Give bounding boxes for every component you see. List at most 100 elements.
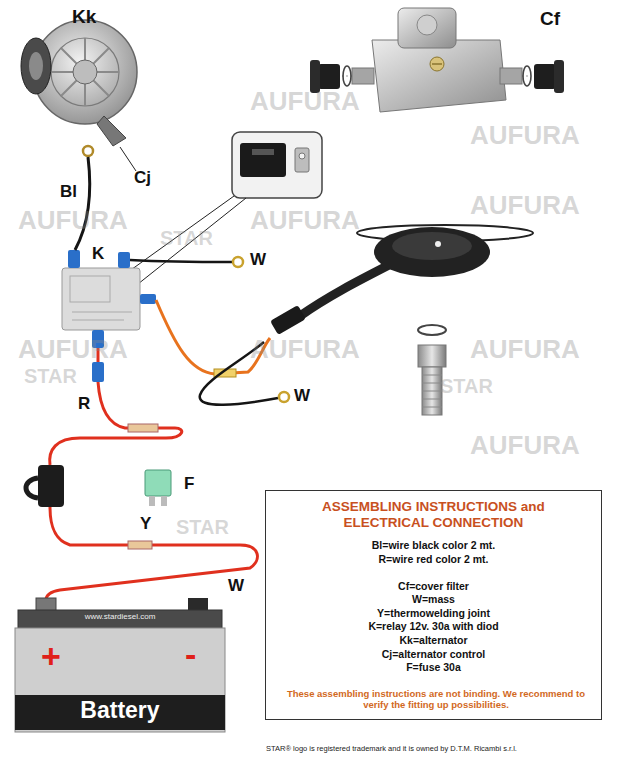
filter-cover-drawing-part — [432, 63, 442, 65]
label-anchor: Y — [140, 514, 151, 534]
relay-inset-drawing-part — [252, 149, 274, 155]
alternator-drawing-part — [97, 116, 126, 146]
heater-drawing-part — [270, 305, 306, 335]
instructions-heading: ASSEMBLING INSTRUCTIONS and ELECTRICAL C… — [299, 499, 569, 531]
label-anchor: AUFURA — [470, 120, 580, 151]
alternator-drawing-part — [51, 38, 119, 106]
key-line: F=fuse 30a — [276, 661, 591, 674]
watermark: AUFURA — [250, 205, 360, 236]
label-anchor: AUFURA — [250, 334, 360, 365]
heater-drawing-part — [435, 241, 441, 247]
heater-drawing-part — [392, 232, 472, 260]
key-line: R=wire red color 2 mt. — [276, 553, 591, 566]
text-slot: Kk=alternator — [276, 634, 591, 647]
label-anchor: AUFURA — [250, 86, 360, 117]
relay-drawing-part — [70, 276, 110, 302]
relay-drawing-part — [72, 312, 132, 320]
fuse-drawing-part — [38, 465, 64, 507]
label-anchor: K — [92, 244, 104, 264]
battery-drawing-part — [15, 628, 225, 732]
label-anchor: W — [250, 250, 266, 270]
battery-drawing-part — [15, 695, 225, 730]
battery-drawing-part — [18, 610, 222, 630]
label-anchor: Cf — [540, 8, 560, 31]
label-anchor: STAR — [440, 374, 493, 398]
filter-cover-drawing-part — [343, 66, 351, 86]
key-line: Cj=alternator control — [276, 648, 591, 661]
filter-cover-drawing-part — [417, 15, 437, 35]
callout-letter: Bl — [60, 182, 77, 202]
watermark: AUFURA — [470, 120, 580, 151]
wires-drawing-part — [233, 257, 243, 267]
filter-cover-drawing-part — [500, 68, 522, 84]
alternator-drawing-part — [21, 38, 51, 94]
label-anchor: Bl — [60, 182, 77, 202]
watermark: AUFURA — [18, 334, 128, 365]
text-slot: Battery — [15, 697, 225, 725]
alternator-drawing-part — [51, 38, 119, 106]
fuse-drawing-part — [161, 496, 167, 506]
watermark: AUFURA — [470, 430, 580, 461]
heater-drawing-part — [422, 375, 442, 407]
heater-drawing-part — [300, 262, 395, 316]
key-line: Bl=wire black color 2 mt. — [276, 539, 591, 552]
text-slot: K=relay 12v. 30a with diod — [276, 620, 591, 633]
alternator-drawing-part — [120, 147, 136, 171]
alternator-drawing-part — [73, 60, 97, 84]
trademark-note: STAR® logo is registered trademark and i… — [266, 744, 517, 753]
wires-drawing-part — [92, 362, 104, 382]
battery-drawing — [15, 598, 225, 732]
callout-letter: R — [78, 394, 90, 414]
wires-drawing-part — [75, 157, 90, 250]
callout-letter: Y — [140, 514, 151, 534]
filter-cover-drawing-part — [342, 76, 530, 77]
label-anchor: AUFURA — [470, 190, 580, 221]
watermark: AUFURA — [470, 190, 580, 221]
text-slot: Cf=cover filter — [276, 580, 591, 593]
wires-drawing-part — [46, 507, 257, 600]
label-anchor: AUFURA — [470, 334, 580, 365]
filter-cover-drawing-part — [398, 8, 456, 48]
battery-box: www.stardiesel.com+-Battery — [15, 598, 225, 736]
fuse-drawing-part — [26, 478, 38, 498]
key-line: K=relay 12v. 30a with diod — [276, 620, 591, 633]
watermark: AUFURA — [250, 334, 360, 365]
text-slot: F=fuse 30a — [276, 661, 591, 674]
relay-inset-drawing-part — [299, 153, 305, 159]
heater-drawing-part — [374, 227, 490, 277]
label-anchor: F — [184, 474, 194, 494]
watermark: STAR — [176, 515, 229, 539]
callout-letter: Cj — [134, 168, 151, 188]
label-anchor: AUFURA — [470, 430, 580, 461]
filter-cover-drawing-part — [534, 64, 556, 89]
callout-letter: W — [228, 576, 244, 596]
label-anchor: AUFURA — [18, 205, 128, 236]
key-line: Cf=cover filter — [276, 580, 591, 593]
text-slot: ASSEMBLING INSTRUCTIONS and ELECTRICAL C… — [299, 499, 569, 531]
callout-letter: W — [250, 250, 266, 270]
label-anchor: Kk — [72, 6, 96, 29]
heater-drawing — [270, 225, 533, 415]
relay-drawing — [62, 250, 156, 348]
key-line: W=mass — [276, 593, 591, 606]
relay-drawing-part — [118, 252, 130, 268]
alternator-drawing-part — [29, 52, 43, 80]
label-anchor: W — [228, 576, 244, 596]
callout-letter: F — [184, 474, 194, 494]
label-anchor: Cj — [134, 168, 151, 188]
text-slot: www.stardiesel.com — [40, 612, 200, 622]
callout-letter: Cf — [540, 8, 560, 31]
label-anchor: R — [78, 394, 90, 414]
disclaimer-note: These assembling instructions are not bi… — [276, 688, 596, 711]
watermark: AUFURA — [18, 205, 128, 236]
text-slot: W=mass — [276, 593, 591, 606]
alternator-drawing — [21, 20, 137, 171]
fuse-drawing-part — [145, 470, 171, 496]
negative-sign: - — [185, 634, 196, 675]
text-slot: R=wire red color 2 mt. — [276, 553, 591, 566]
watermark: STAR — [160, 226, 213, 250]
text-slot: Cj=alternator control — [276, 648, 591, 661]
battery-label: Battery — [15, 697, 225, 725]
label-anchor: AUFURA — [18, 334, 128, 365]
filter-cover-drawing-part — [523, 66, 531, 86]
